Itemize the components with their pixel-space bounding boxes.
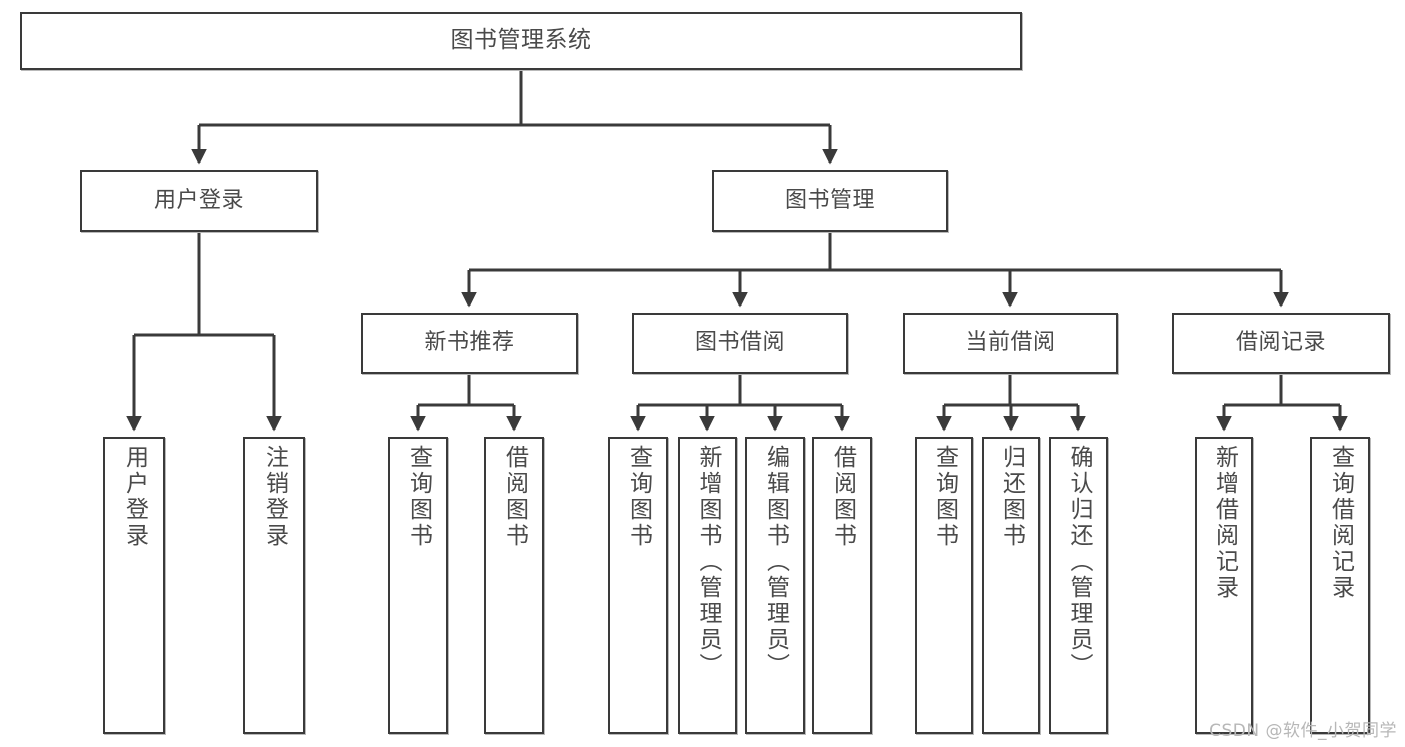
node-leaf-query-book-1-label: 查询图书: [405, 445, 432, 549]
watermark: CSDN @软件_小贺同学: [1209, 721, 1397, 741]
node-leaf-query-borrow-record-label: 查询借阅记录: [1327, 445, 1354, 601]
node-leaf-query-book-1[interactable]: 查询图书: [388, 437, 448, 734]
node-book-borrow[interactable]: 图书借阅: [632, 313, 848, 374]
node-leaf-return-book[interactable]: 归还图书: [982, 437, 1040, 734]
node-user-login[interactable]: 用户登录: [80, 170, 318, 232]
node-leaf-confirm-return-admin-label: 确认归还（管理员）: [1066, 445, 1092, 679]
node-current-borrow-label: 当前借阅: [965, 330, 1056, 356]
node-book-manage-label: 图书管理: [784, 187, 875, 213]
node-root-label: 图书管理系统: [450, 27, 592, 54]
node-leaf-borrow-book-1[interactable]: 借阅图书: [484, 437, 544, 734]
node-leaf-add-borrow-record-label: 新增借阅记录: [1211, 445, 1238, 601]
node-leaf-add-book-admin[interactable]: 新增图书（管理员）: [678, 437, 737, 734]
node-user-login-label: 用户登录: [153, 187, 244, 213]
node-book-borrow-label: 图书借阅: [694, 330, 785, 356]
node-leaf-query-book-3-label: 查询图书: [931, 445, 958, 549]
node-root[interactable]: 图书管理系统: [20, 12, 1022, 70]
node-leaf-edit-book-admin-label: 编辑图书（管理员）: [762, 445, 789, 679]
node-book-manage[interactable]: 图书管理: [712, 170, 948, 232]
node-leaf-logout-label: 注销登录: [261, 445, 288, 549]
node-leaf-return-book-label: 归还图书: [998, 445, 1025, 549]
node-leaf-user-login[interactable]: 用户登录: [103, 437, 165, 734]
node-leaf-user-login-label: 用户登录: [121, 445, 148, 549]
node-borrow-record-label: 借阅记录: [1235, 330, 1326, 356]
node-leaf-borrow-book-2[interactable]: 借阅图书: [812, 437, 872, 734]
node-leaf-borrow-book-1-label: 借阅图书: [501, 445, 528, 549]
node-leaf-add-book-admin-label: 新增图书（管理员）: [695, 445, 721, 679]
node-leaf-add-borrow-record[interactable]: 新增借阅记录: [1195, 437, 1253, 734]
node-leaf-edit-book-admin[interactable]: 编辑图书（管理员）: [745, 437, 805, 734]
node-new-book-rec[interactable]: 新书推荐: [361, 313, 578, 374]
node-leaf-logout[interactable]: 注销登录: [243, 437, 305, 734]
node-leaf-borrow-book-2-label: 借阅图书: [829, 445, 856, 549]
node-new-book-rec-label: 新书推荐: [424, 330, 515, 356]
node-leaf-query-book-2-label: 查询图书: [625, 445, 652, 549]
node-leaf-confirm-return-admin[interactable]: 确认归还（管理员）: [1049, 437, 1108, 734]
node-leaf-query-borrow-record[interactable]: 查询借阅记录: [1310, 437, 1370, 734]
node-leaf-query-book-2[interactable]: 查询图书: [608, 437, 668, 734]
node-current-borrow[interactable]: 当前借阅: [903, 313, 1118, 374]
node-borrow-record[interactable]: 借阅记录: [1172, 313, 1390, 374]
node-leaf-query-book-3[interactable]: 查询图书: [915, 437, 973, 734]
